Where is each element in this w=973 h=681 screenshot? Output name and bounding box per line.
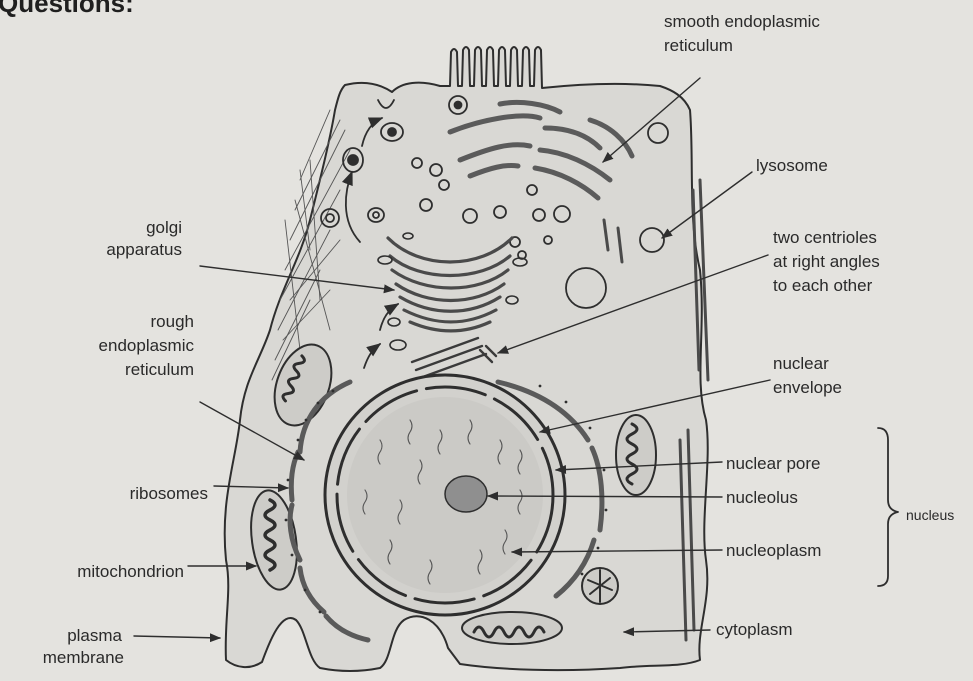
label-cytoplasm: cytoplasm (716, 620, 793, 639)
label-nucleoplasm: nucleoplasm (726, 541, 821, 560)
label-ribosomes: ribosomes (60, 484, 208, 503)
label-centrioles-line1: two centrioles (773, 228, 877, 247)
label-nuclear-pore: nuclear pore (726, 454, 821, 473)
label-plasma-membrane-line2: membrane (10, 648, 124, 667)
label-nucleus: nucleus (906, 506, 954, 525)
mitochondrion-bottom (462, 612, 562, 644)
nucleus-bracket (878, 428, 898, 586)
mitochondrion-small (582, 568, 618, 604)
nucleolus (445, 476, 487, 512)
label-lysosome: lysosome (756, 156, 828, 175)
label-centrioles-line2: at right angles (773, 252, 880, 271)
label-rough-er-line3: reticulum (40, 360, 194, 379)
label-nuclear-envelope-line1: nuclear (773, 354, 829, 373)
label-golgi-line2: apparatus (40, 240, 182, 259)
label-smooth-er-line2: reticulum (664, 36, 733, 55)
label-smooth-er-line1: smooth endoplasmic (664, 12, 820, 31)
label-nucleolus: nucleolus (726, 488, 798, 507)
label-mitochondrion: mitochondrion (10, 562, 184, 581)
label-nuclear-envelope-line2: envelope (773, 378, 842, 397)
label-plasma-membrane-line1: plasma (20, 626, 122, 645)
mitochondrion-right (616, 415, 656, 495)
label-golgi-line1: golgi (100, 218, 182, 237)
label-rough-er-line2: endoplasmic (40, 336, 194, 355)
label-centrioles-line3: to each other (773, 276, 872, 295)
label-rough-er-line1: rough (60, 312, 194, 331)
